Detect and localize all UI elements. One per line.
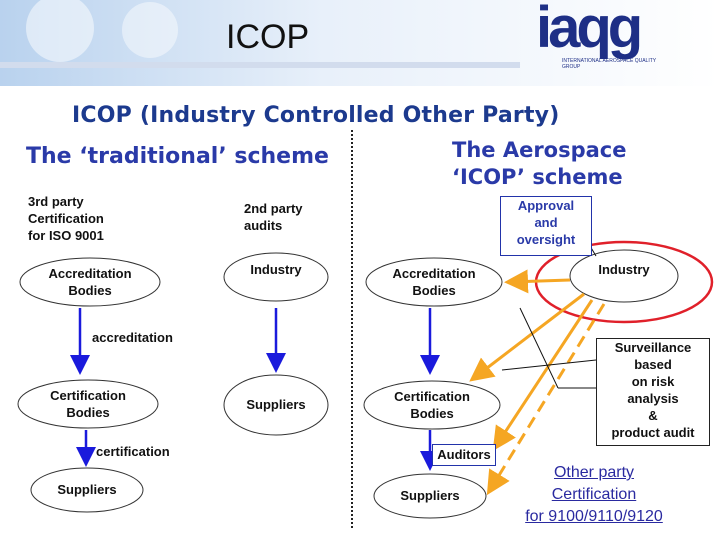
label-icop-certification-1: Certification: [394, 389, 470, 404]
node-icop-suppliers: [373, 473, 487, 519]
slide-header: ICOP iaqg INTERNATIONAL AEROSPACE QUALIT…: [0, 0, 720, 86]
label-icop-certification-2: Bodies: [410, 406, 453, 421]
connector-surveillance-a: [501, 359, 597, 371]
second-party-caption: 2nd party audits: [244, 200, 303, 234]
node-certification-bodies: [17, 379, 159, 429]
arrow-industry-to-auditors: [492, 299, 594, 452]
aerospace-scheme-heading: The Aerospace ‘ICOP’ scheme: [452, 137, 627, 191]
surveillance-line: analysis: [627, 391, 679, 406]
label-industry-2nd: Industry: [250, 262, 302, 277]
diagram-title: ICOP (Industry Controlled Other Party): [72, 103, 560, 128]
caption-line: 2nd party: [244, 201, 303, 216]
node-industry-2nd: [223, 252, 329, 302]
label-accreditation-bodies-2: Bodies: [68, 283, 111, 298]
logo-subtitle: INTERNATIONAL AEROSPACE QUALITY GROUP: [562, 58, 657, 70]
surveillance-line: product audit: [611, 425, 695, 440]
approval-line: oversight: [516, 232, 576, 247]
surveillance-line: Surveillance: [614, 340, 692, 355]
approval-line: and: [534, 215, 558, 230]
aerospace-heading-line2: ‘ICOP’ scheme: [452, 165, 623, 189]
scheme-divider: [351, 130, 353, 528]
arrow-industry-to-accreditation: [504, 269, 571, 294]
node-suppliers: [30, 467, 144, 513]
node-icop-industry: [569, 249, 679, 303]
label-certification-bodies-1: Certification: [50, 388, 126, 403]
label-icop-industry: Industry: [598, 262, 650, 277]
traditional-scheme-heading: The ‘traditional’ scheme: [26, 144, 329, 169]
surveillance-line: &: [648, 408, 658, 423]
third-party-caption: 3rd party Certification for ISO 9001: [28, 193, 104, 244]
arrow-industry-to-certification: [469, 292, 585, 382]
node-accreditation-bodies: [19, 257, 161, 307]
arrow-industry-to-suppliers-dashed: [486, 303, 606, 496]
slide-title: ICOP: [226, 18, 310, 56]
other-party-certification-link[interactable]: Other party Certification for 9100/9110/…: [502, 462, 686, 528]
other-party-line: Other party: [553, 464, 635, 481]
label-certification-bodies-2: Bodies: [66, 405, 109, 420]
header-decoration: [0, 0, 720, 86]
surveillance-line: based: [634, 357, 672, 372]
surveillance-line: on risk: [631, 374, 675, 389]
other-party-line: Certification: [551, 486, 637, 503]
label-icop-accreditation-2: Bodies: [412, 283, 455, 298]
label-accreditation-bodies-1: Accreditation: [48, 266, 131, 281]
surveillance-box: Surveillance based on risk analysis & pr…: [596, 338, 710, 446]
node-suppliers-2nd: [223, 374, 329, 436]
iaqg-logo: iaqg INTERNATIONAL AEROSPACE QUALITY GRO…: [536, 0, 656, 74]
auditors-box: Auditors: [432, 444, 496, 466]
approval-oversight-box: Approval and oversight: [500, 196, 592, 256]
label-suppliers-2nd: Suppliers: [246, 397, 305, 412]
label-accreditation-arrow: accreditation: [92, 330, 173, 345]
label-icop-accreditation-1: Accreditation: [392, 266, 475, 281]
label-suppliers: Suppliers: [57, 482, 116, 497]
node-icop-accreditation-bodies: [365, 257, 503, 307]
label-certification-arrow: certification: [96, 444, 170, 459]
caption-line: 3rd party: [28, 194, 84, 209]
caption-line: for ISO 9001: [28, 228, 104, 243]
label-icop-suppliers: Suppliers: [400, 488, 459, 503]
node-icop-certification-bodies: [363, 380, 501, 430]
connector-surveillance-c: [519, 307, 559, 389]
logo-wordmark: iaqg: [536, 0, 643, 60]
approval-line: Approval: [517, 198, 575, 213]
caption-line: audits: [244, 218, 283, 233]
caption-line: Certification: [28, 211, 104, 226]
aerospace-heading-line1: The Aerospace: [452, 138, 627, 162]
other-party-line: for 9100/9110/9120: [525, 508, 663, 525]
